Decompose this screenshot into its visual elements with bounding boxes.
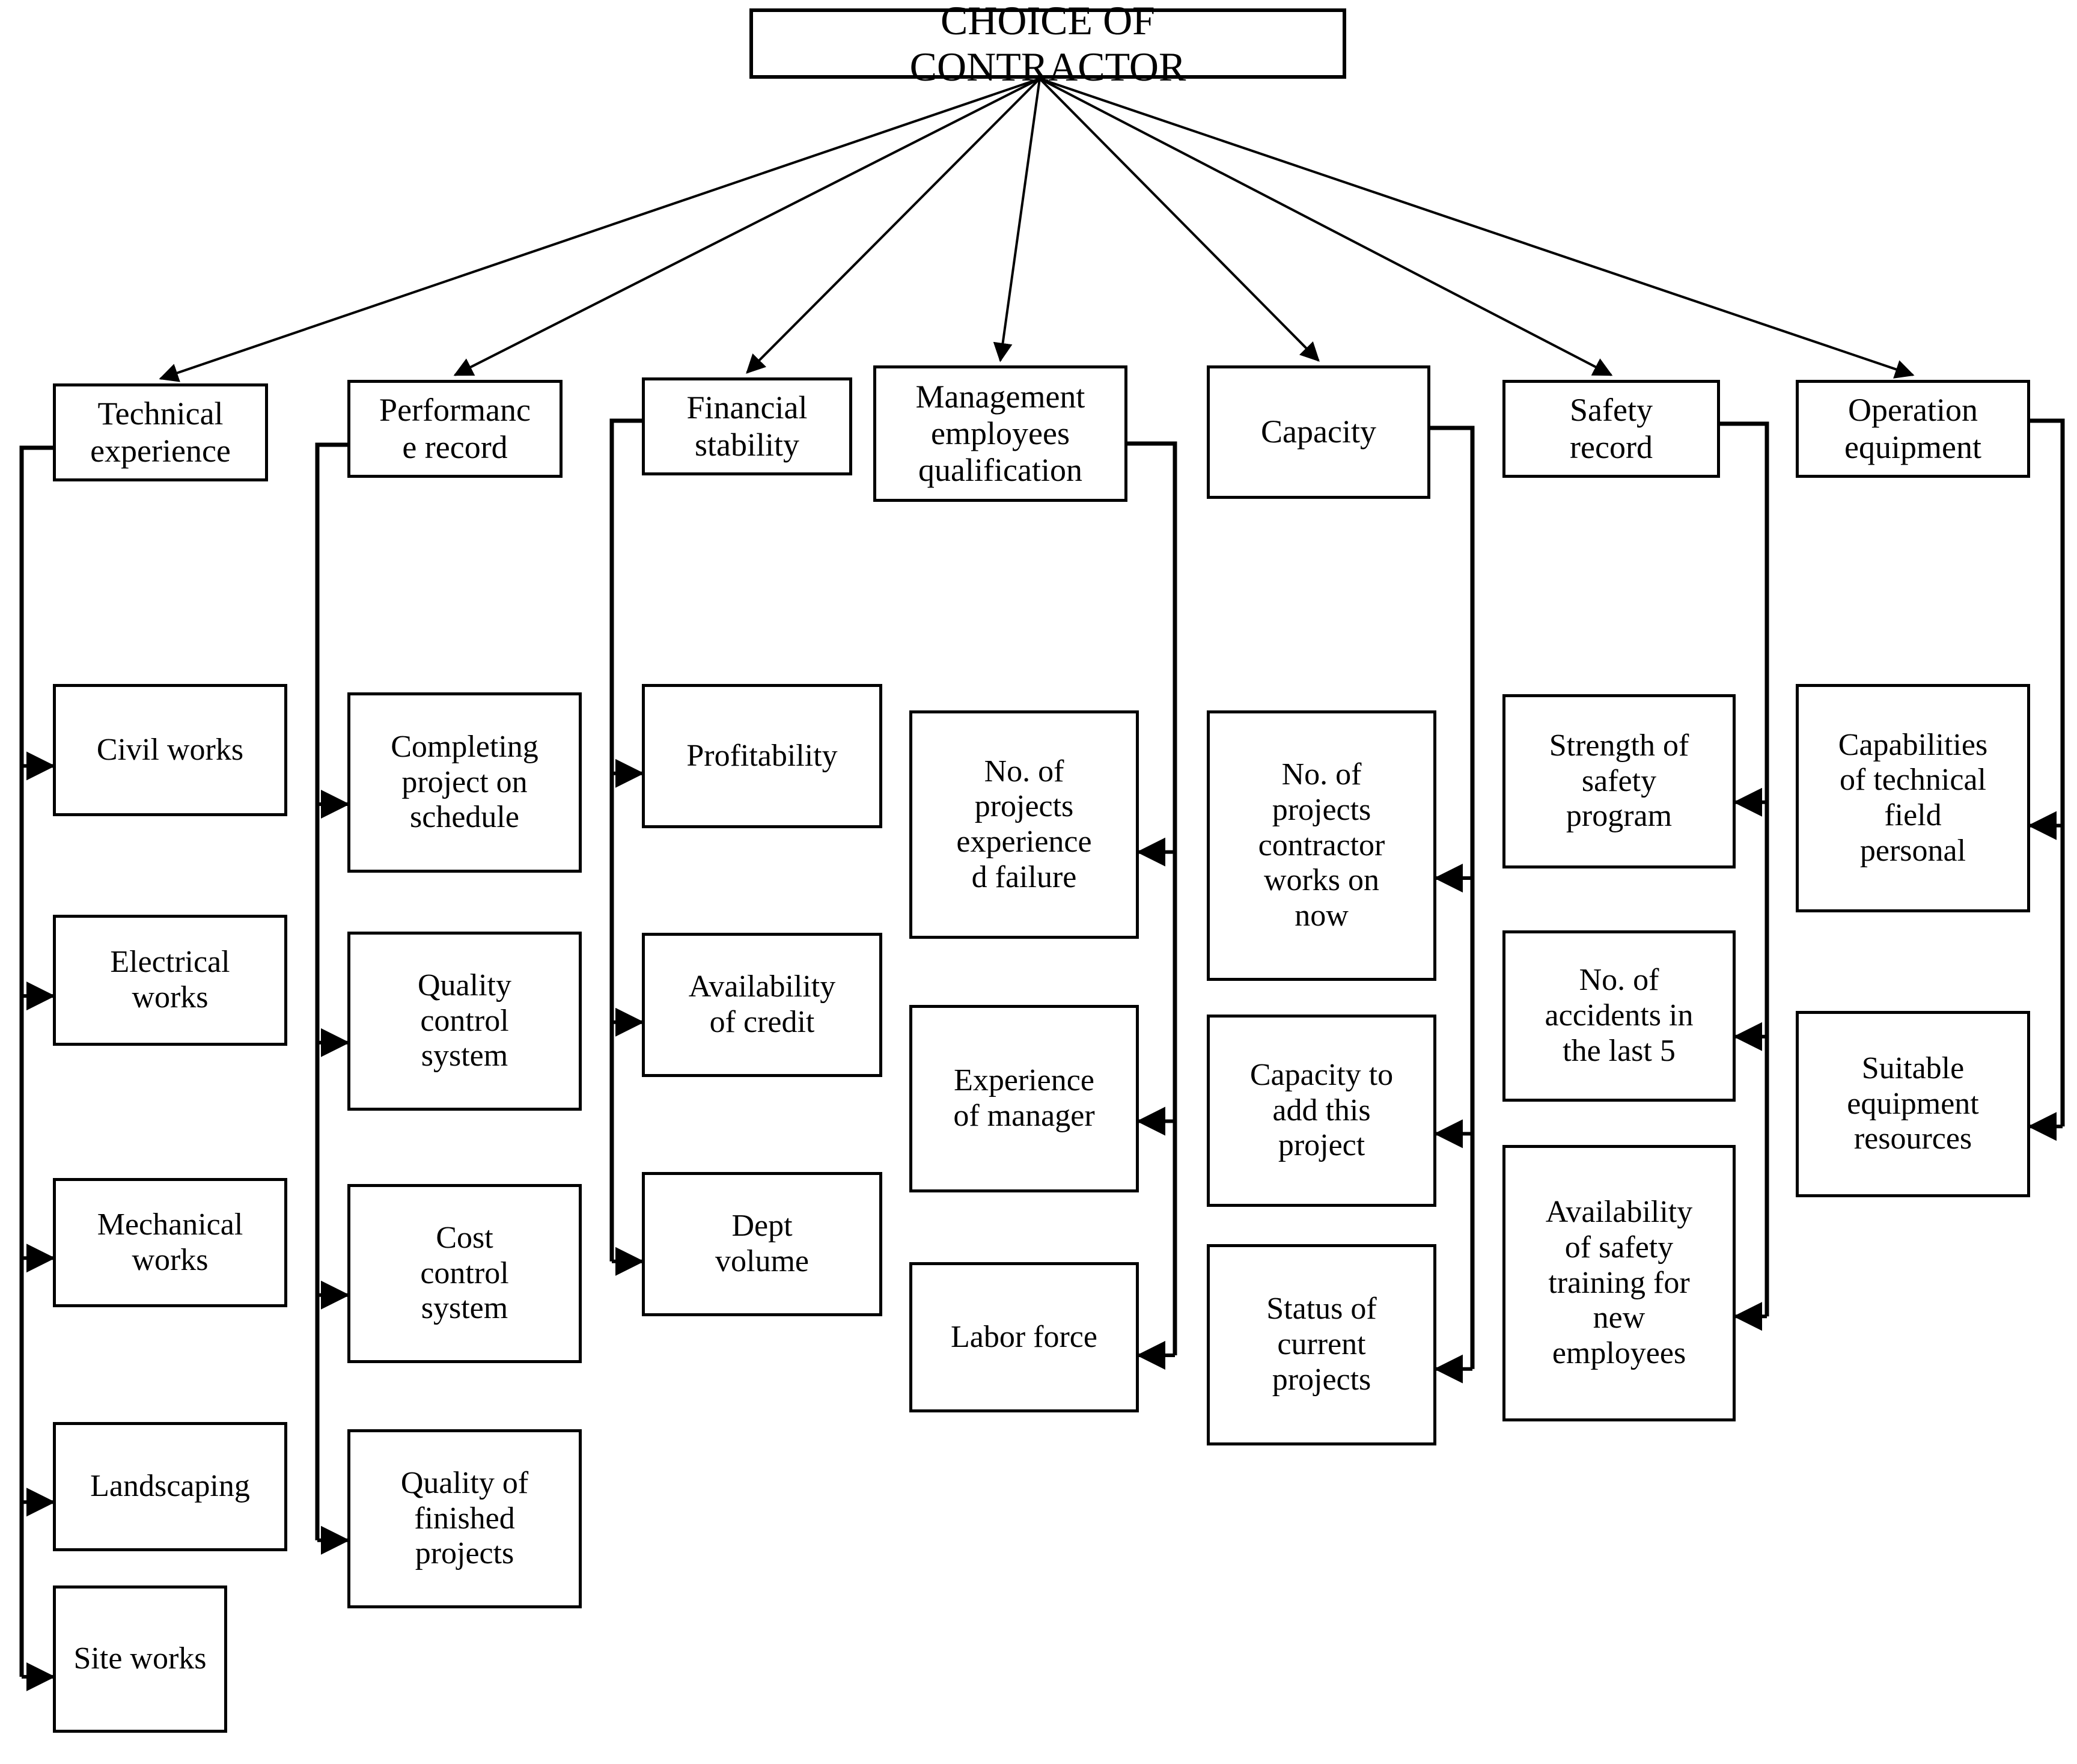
fan-edge-6	[1039, 78, 1915, 379]
leaf-node-profitability[interactable]: Profitability	[642, 684, 882, 828]
node-label: Labor force	[951, 1319, 1097, 1354]
leaf-node-labor-force[interactable]: Labor force	[909, 1262, 1139, 1412]
branch-node-capacity[interactable]: Capacity	[1207, 365, 1430, 499]
branch-rail-safety-record	[1720, 421, 1769, 1317]
fan-edge-2	[746, 78, 1041, 374]
fan-edge-3	[993, 78, 1041, 362]
branch-rail-financial-stability	[609, 418, 642, 1262]
node-label: Civil works	[96, 732, 244, 767]
branch-rail-technical-experience	[19, 445, 53, 1677]
node-label: Landscaping	[90, 1469, 250, 1504]
node-label: Profitability	[686, 738, 838, 773]
fan-edge-4	[1038, 78, 1320, 362]
branch-rail-performanc-e-record	[315, 442, 347, 1540]
branch-rail-management-employees-qualification	[1127, 441, 1177, 1355]
fan-edge-0	[159, 78, 1040, 382]
leaf-node-civil-works[interactable]: Civil works	[53, 684, 287, 816]
node-label: Capacity	[1261, 414, 1376, 450]
branch-rail-capacity	[1430, 426, 1475, 1369]
leaf-node-site-works[interactable]: Site works	[53, 1585, 227, 1733]
fan-edge-1	[453, 78, 1040, 376]
fan-edge-5	[1039, 78, 1613, 376]
node-label: Site works	[73, 1641, 207, 1676]
leaf-node-landscaping[interactable]: Landscaping	[53, 1422, 287, 1551]
branch-rail-operation-equipment	[2030, 418, 2065, 1127]
